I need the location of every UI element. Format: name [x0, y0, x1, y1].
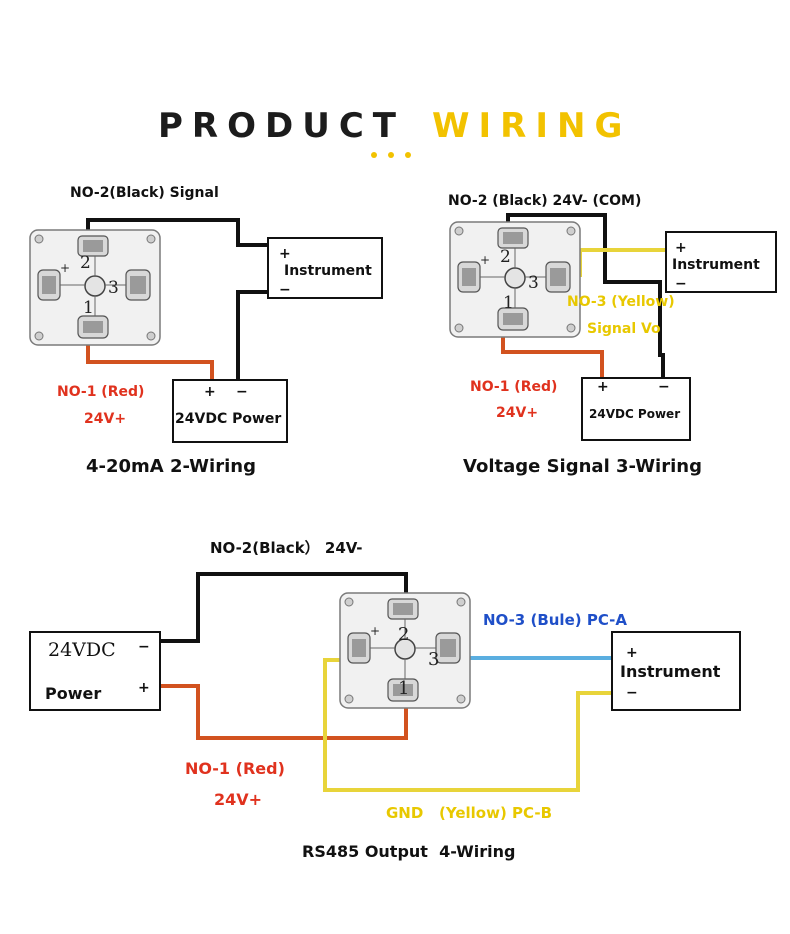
label-red: NO-1 (Red) [470, 379, 557, 395]
terminal-1: 1 [503, 293, 514, 313]
label-yellow: NO-3 (Yellow) [567, 294, 675, 310]
label-blue: NO-3 (Bule) PC-A [483, 611, 627, 629]
label-black: NO-2(Black） 24V- [210, 539, 363, 557]
terminal-1: 1 [398, 678, 409, 699]
power-plus: + [204, 384, 216, 400]
label-red: NO-1 (Red) [57, 384, 144, 400]
instrument-minus: − [675, 276, 687, 292]
wire-red-plus [86, 330, 214, 380]
label-red-voltage: 24V+ [214, 790, 262, 809]
power-box [172, 379, 288, 443]
terminal-2: 2 [80, 253, 91, 273]
instrument-box [611, 631, 741, 711]
diagram-voltage-signal: 2 3 1 NO-2 (Black) 24V- (COM) + Instrume… [448, 193, 777, 477]
title-product: PRODUCT [158, 106, 405, 146]
instrument-box [665, 231, 777, 293]
sensor-terminal-block [449, 221, 581, 338]
wire-black-com [506, 213, 665, 378]
label-red-voltage: 24V+ [84, 411, 126, 427]
power-label: 24VDC Power [175, 411, 281, 427]
instrument-box [267, 237, 383, 299]
power-box [29, 631, 161, 711]
label-red-voltage: 24V+ [496, 405, 538, 421]
instrument-minus: − [626, 685, 638, 701]
power-label: 24VDC Power [589, 407, 680, 421]
power-label-top: 24VDC [48, 639, 116, 661]
instrument-label: Instrument [284, 263, 372, 279]
power-plus: + [138, 680, 150, 696]
power-box [581, 377, 691, 441]
instrument-label: Instrument [672, 257, 760, 273]
terminal-2: 2 [500, 247, 511, 267]
title-wiring: WIRING [432, 106, 631, 146]
diagram-4-20ma: 2 3 1 NO-2(Black) Signal + Instrument − … [29, 185, 383, 477]
caption-4-20ma: 4-20mA 2-Wiring [86, 456, 256, 477]
label-yellow-signal: Signal Vo [587, 321, 661, 337]
wire-yellow-gnd [323, 658, 612, 792]
sensor-terminal-block [29, 229, 161, 346]
terminal-1: 1 [83, 298, 94, 318]
instrument-plus: + [675, 240, 687, 256]
wire-black-minus [160, 572, 408, 643]
terminal-3: 3 [108, 278, 119, 298]
instrument-plus: + [279, 246, 291, 262]
power-label-bottom: Power [45, 684, 101, 703]
caption-voltage-signal: Voltage Signal 3-Wiring [463, 456, 702, 477]
terminal-3: 3 [428, 649, 439, 670]
label-red: NO-1 (Red) [185, 759, 285, 778]
title-dots [371, 152, 411, 158]
power-minus: − [658, 379, 670, 395]
wire-black-minus [236, 290, 268, 380]
instrument-plus: + [626, 645, 638, 661]
terminal-2: 2 [398, 624, 409, 645]
label-black-signal: NO-2(Black) Signal [70, 185, 219, 201]
wire-black-signal [86, 218, 268, 247]
power-minus: − [138, 639, 150, 655]
label-black-com: NO-2 (Black) 24V- (COM) [448, 193, 641, 209]
caption-rs485: RS485 Output 4-Wiring [302, 842, 516, 861]
diagram-rs485: 2 3 1 NO-2(Black） 24V- 24VDC − + Power N… [29, 539, 741, 861]
terminal-3: 3 [528, 273, 539, 293]
instrument-label: Instrument [620, 662, 721, 681]
power-minus: − [236, 384, 248, 400]
power-plus: + [597, 379, 609, 395]
label-gnd-yellow: GND (Yellow) PC-B [386, 804, 552, 822]
wire-red-plus [160, 684, 408, 740]
instrument-minus: − [279, 282, 291, 298]
